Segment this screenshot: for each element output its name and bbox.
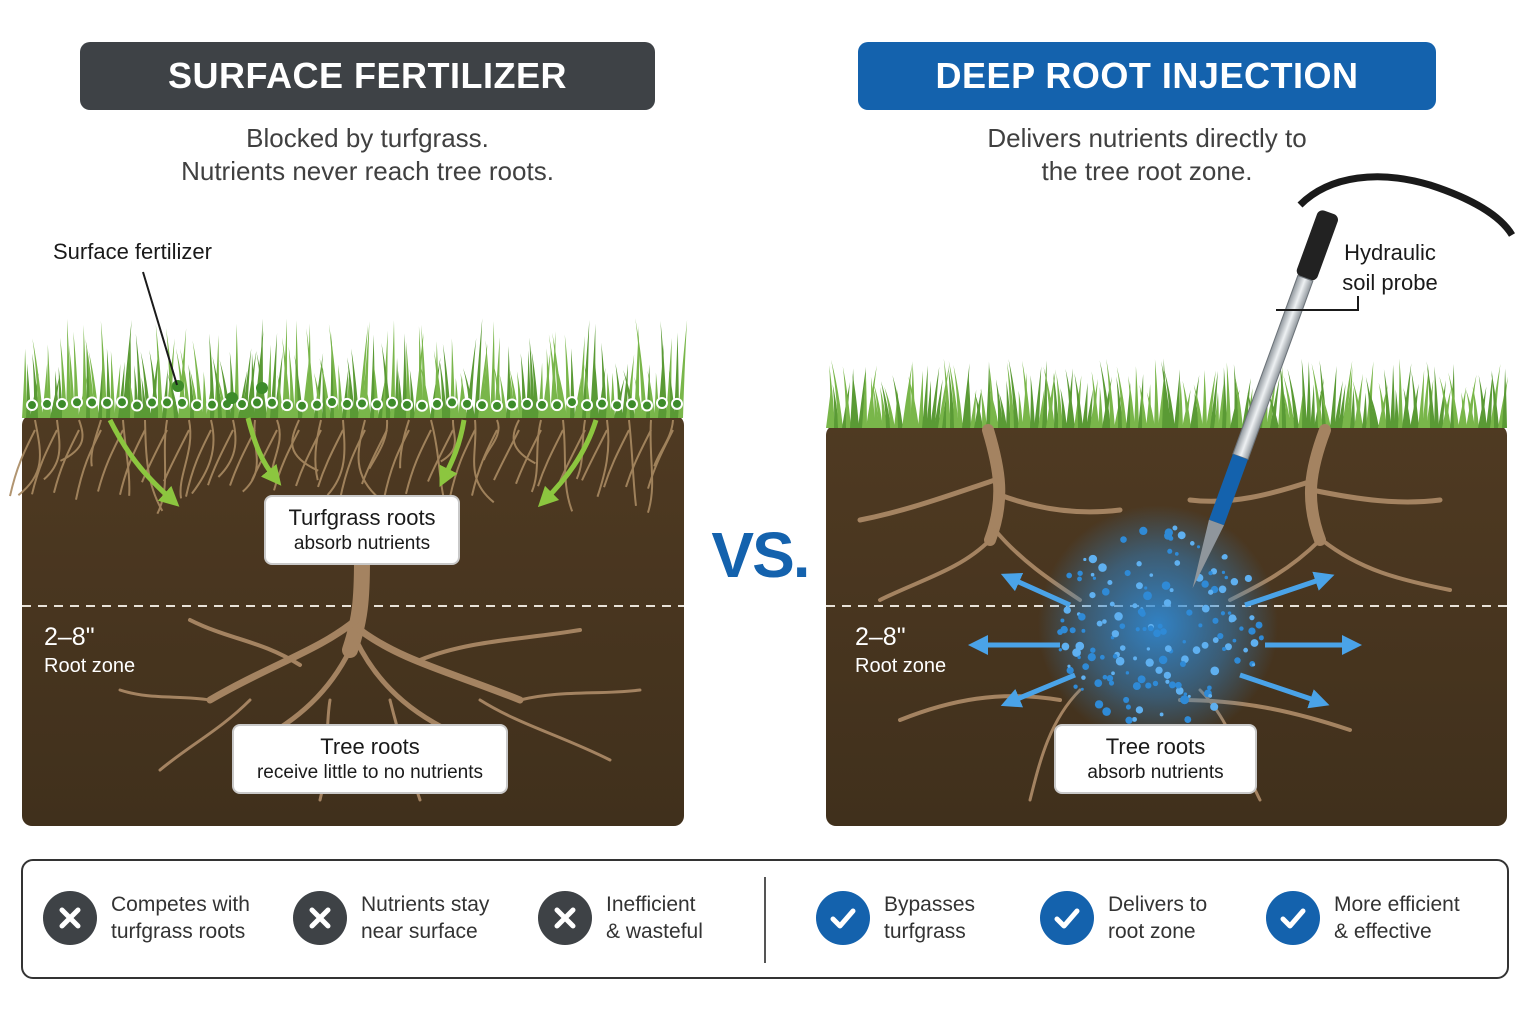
- pro-more-efficient-effective: More efficient& effective: [1266, 891, 1460, 945]
- check-circle-icon: [1040, 891, 1094, 945]
- right-turfgrass: [826, 358, 1509, 428]
- left-tree-root: [118, 552, 642, 802]
- left-root-zone-label: 2–8" Root zone: [44, 623, 136, 677]
- hydraulic-soil-probe: [1192, 173, 1515, 589]
- x-circle-icon: [293, 891, 347, 945]
- deep-root-injection-header: DEEP ROOT INJECTION: [858, 42, 1436, 110]
- versus-label: VS.: [711, 519, 810, 591]
- left-tree-roots-card: Tree roots receive little to no nutrient…: [232, 724, 508, 794]
- check-circle-icon: [816, 891, 870, 945]
- x-circle-icon: [43, 891, 97, 945]
- right-root-zone-label: 2–8" Root zone: [855, 623, 947, 677]
- nutrient-droplets: [1057, 525, 1264, 724]
- nutrient-spread-arrows: [968, 571, 1362, 709]
- surface-fertilizer-callout-line: [142, 271, 178, 386]
- nutrient-flow-arrows: [107, 417, 599, 508]
- fertilizer-granules: [26, 380, 683, 412]
- surface-fertilizer-subtitle: Blocked by turfgrass. Nutrients never re…: [181, 123, 554, 186]
- hydraulic-soil-probe-label: Hydraulic soil probe: [1342, 240, 1438, 295]
- deep-root-injection-subtitle: Delivers nutrients directly to the tree …: [987, 123, 1307, 186]
- surface-fertilizer-header: SURFACE FERTILIZER: [80, 42, 655, 110]
- surface-fertilizer-callout: Surface fertilizer: [53, 239, 212, 264]
- left-soil-panel: [9, 271, 688, 826]
- turfgrass-roots-card: Turfgrass roots absorb nutrients: [264, 495, 460, 565]
- right-soil-panel: [826, 173, 1515, 826]
- check-circle-icon: [1266, 891, 1320, 945]
- summary-divider: [764, 877, 766, 963]
- con-inefficient-wasteful: Inefficient& wasteful: [538, 891, 703, 945]
- right-tree-roots-card: Tree roots absorb nutrients: [1054, 724, 1257, 794]
- x-circle-icon: [538, 891, 592, 945]
